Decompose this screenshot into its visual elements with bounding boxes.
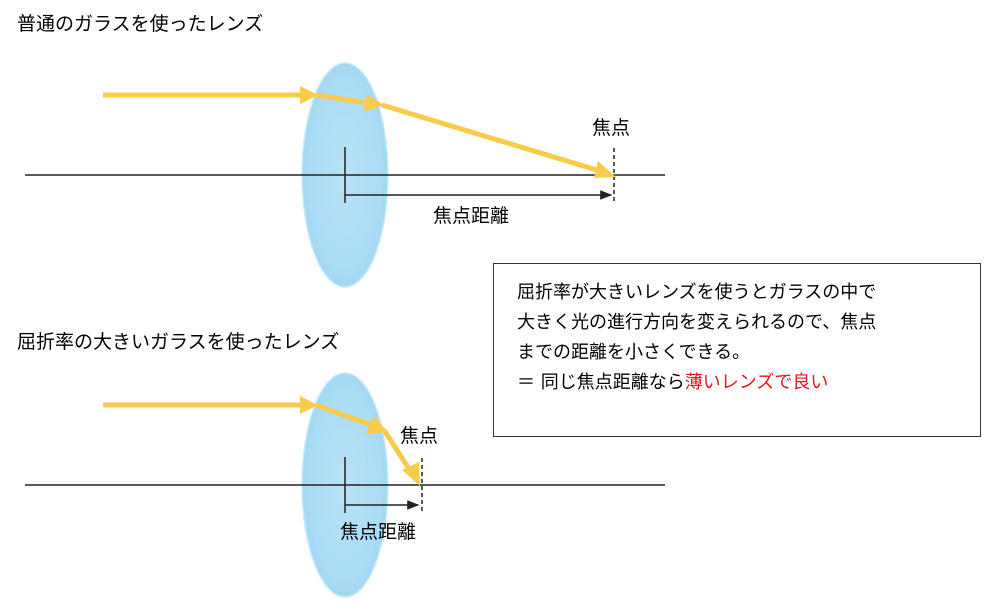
bottom-outgoing-ray-arrowhead (402, 462, 420, 486)
note-conclusion-highlight: 薄いレンズで良い (684, 372, 829, 393)
note-line-1: 屈折率が大きいレンズを使うとガラスの中で (517, 282, 877, 303)
bottom-diagram-title: 屈折率の大きいガラスを使ったレンズ (17, 331, 340, 353)
explanation-note: 屈折率が大きいレンズを使うとガラスの中で 大きく光の進行方向を変えられるので、焦… (493, 263, 981, 437)
top-diagram: 焦点 焦点距離 (25, 62, 665, 288)
bottom-focal-length-label: 焦点距離 (340, 521, 416, 543)
bottom-diagram: 焦点 焦点距離 (25, 372, 665, 598)
top-focal-point-label: 焦点 (592, 117, 630, 139)
bottom-outgoing-ray (381, 428, 414, 474)
note-conclusion-prefix: ＝ 同じ焦点距離なら (517, 372, 685, 393)
note-line-3: までの距離を小さくできる。 (517, 342, 751, 363)
top-ray-in-lens-arrowhead (364, 94, 384, 112)
bottom-incoming-ray-arrowhead (300, 396, 318, 414)
bottom-focal-point-label: 焦点 (400, 425, 438, 447)
top-diagram-title: 普通のガラスを使ったレンズ (17, 13, 264, 35)
note-line-4: ＝ 同じ焦点距離なら薄いレンズで良い (517, 368, 970, 398)
note-line-2: 大きく光の進行方向を変えられるので、焦点 (517, 312, 877, 333)
bottom-ray-in-lens (315, 402, 375, 429)
top-ray-in-lens (315, 92, 369, 106)
top-incoming-ray-arrowhead (300, 86, 318, 104)
top-outgoing-ray-arrowhead (594, 161, 616, 178)
bottom-ray-in-lens-arrowhead (366, 416, 388, 434)
top-focal-length-label: 焦点距離 (433, 205, 509, 227)
top-outgoing-ray (381, 102, 601, 174)
